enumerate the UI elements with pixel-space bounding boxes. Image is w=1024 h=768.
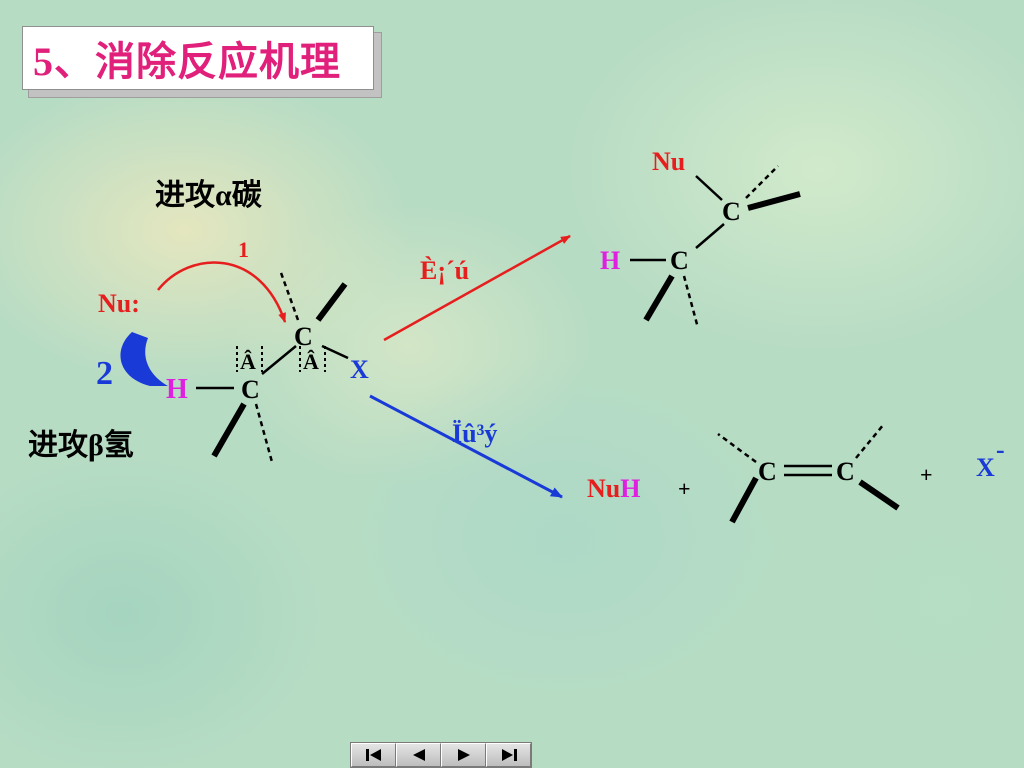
arrow-2-number: 2: [96, 355, 113, 392]
slide-title: 5、消除反应机理: [33, 39, 341, 84]
nuh-nu: Nu: [587, 474, 620, 503]
halide-ion: X: [976, 453, 995, 482]
bottom-hash-bond: [682, 275, 700, 329]
product-c-bottom: C: [670, 246, 689, 275]
alkene-wedge-right: [858, 479, 900, 511]
first-slide-button[interactable]: [351, 743, 396, 767]
beta-hydrogen: H: [166, 374, 188, 405]
bottom-wedge-bond: [643, 274, 675, 322]
next-slide-icon: [457, 749, 470, 761]
product-nu: Nu: [652, 147, 685, 176]
nucleophile-label: Nu:: [98, 289, 140, 318]
plus-sign-2: +: [920, 462, 933, 487]
leaving-group: X: [350, 355, 369, 384]
c-c-bond: [261, 345, 297, 375]
top-hash-bond: [745, 165, 779, 199]
top-wedge-bond: [747, 191, 801, 211]
beta-carbon: C: [241, 375, 260, 404]
plus-sign-1: +: [678, 476, 691, 501]
substitution-label: È¡´ú: [420, 256, 469, 285]
garbled-glyph-a: Â: [240, 349, 256, 374]
last-slide-icon: [501, 749, 517, 761]
c-x-bond: [321, 344, 349, 360]
nuh-h: H: [620, 474, 640, 503]
halide-charge: -: [996, 435, 1005, 464]
slide-title-box: 5、消除反应机理: [22, 26, 374, 90]
attack-alpha-label: 进攻α碳: [155, 179, 263, 212]
substitution-arrow: [383, 234, 571, 342]
beta-hash-bond: [254, 403, 274, 463]
product-h: H: [600, 246, 620, 275]
garbled-glyph-b: Â: [303, 349, 319, 374]
product-c-top: C: [722, 197, 741, 226]
attack-beta-label: 进攻β氢: [28, 429, 134, 462]
alkene-carbon-2: C: [836, 457, 855, 486]
beta-wedge-bond: [211, 402, 247, 458]
alpha-wedge-bond: [315, 282, 348, 322]
alpha-carbon: C: [294, 322, 313, 351]
alkene-hash-right: [855, 423, 885, 459]
arrow-1-number: 1: [238, 237, 249, 262]
nu-c-bond: [695, 175, 723, 201]
product-c-c-bond: [695, 223, 725, 249]
arrow-2-crescent: [120, 332, 168, 386]
slide-navigation-bar: [350, 742, 532, 768]
alkene-carbon-1: C: [758, 457, 777, 486]
first-slide-icon: [365, 749, 381, 761]
nuh-product: NuH: [587, 474, 640, 503]
elimination-label: Ïû³ý: [452, 419, 497, 448]
last-slide-button[interactable]: [486, 743, 531, 767]
arrow-1-curve: [157, 261, 287, 323]
elimination-arrow: [369, 394, 563, 499]
alkene-hash-left: [717, 432, 757, 464]
previous-slide-icon: [412, 749, 425, 761]
previous-slide-button[interactable]: [396, 743, 441, 767]
next-slide-button[interactable]: [441, 743, 486, 767]
alkene-wedge-left: [729, 476, 759, 524]
